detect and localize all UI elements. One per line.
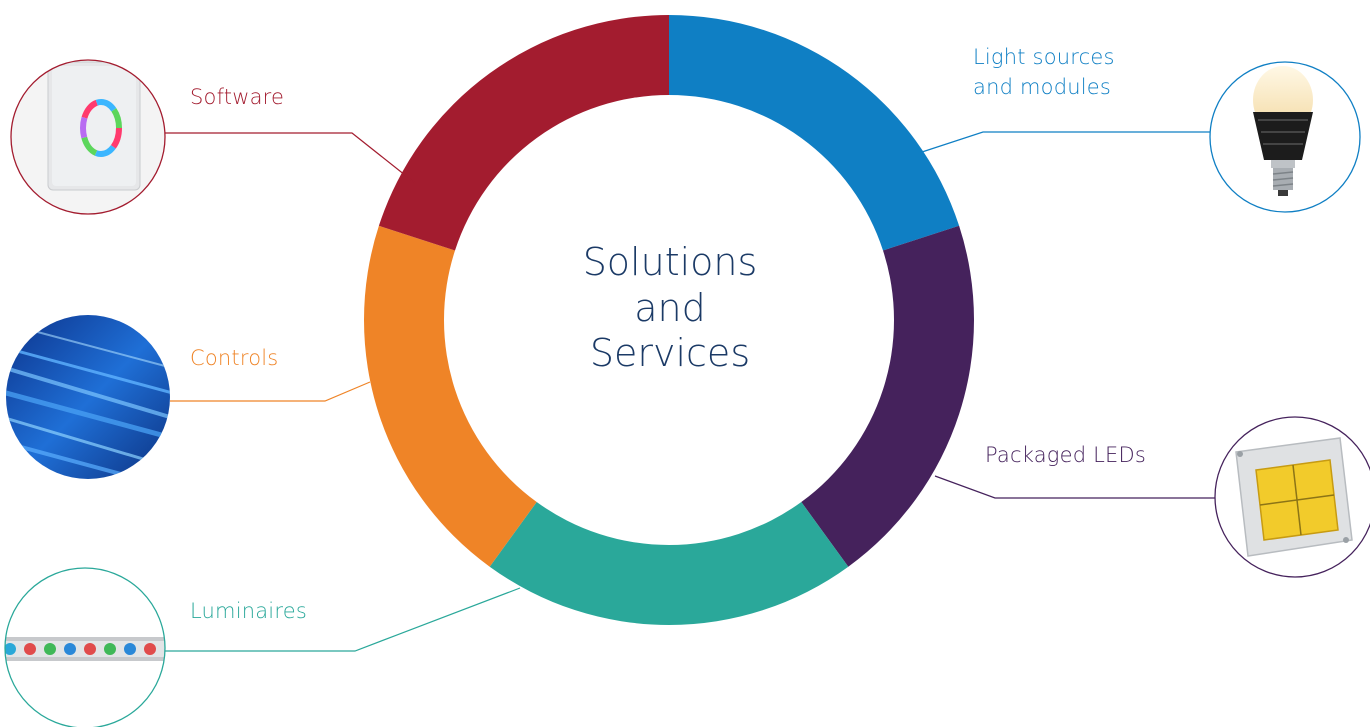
label-light-sources-line-2: and modules (973, 75, 1112, 100)
label-controls: Controls (190, 346, 279, 370)
connector-packaged-leds (934, 475, 1222, 499)
label-light-sources-line-1: Light sources (973, 45, 1115, 69)
center-title: Solutions and Services (520, 240, 820, 377)
connector-light-sources (921, 131, 1210, 153)
led-bulb-icon (1209, 61, 1361, 213)
ring-segment-packaged-leds (801, 225, 975, 567)
connector-software (165, 132, 416, 184)
ring-segment-controls (363, 225, 537, 567)
fiber-optic-icon (6, 315, 170, 479)
label-luminaires: Luminaires (190, 599, 307, 623)
wall-touch-control-icon (10, 59, 166, 215)
label-light-sources: Light sources and modules (973, 42, 1115, 103)
connector-controls (170, 381, 371, 402)
center-title-line-1: Solutions (582, 240, 758, 284)
connector-luminaires (165, 587, 521, 652)
led-strip-icon (4, 567, 166, 727)
ring-segment-light-sources (669, 14, 960, 251)
ring-segment-luminaires (489, 502, 849, 625)
center-title-line-2: and (634, 285, 706, 330)
center-title-line-3: Services (589, 331, 751, 376)
ring-segment-software (378, 15, 669, 251)
led-chip-icon (1214, 416, 1370, 578)
label-packaged-leds: Packaged LEDs (985, 443, 1147, 467)
label-software: Software (190, 85, 285, 109)
